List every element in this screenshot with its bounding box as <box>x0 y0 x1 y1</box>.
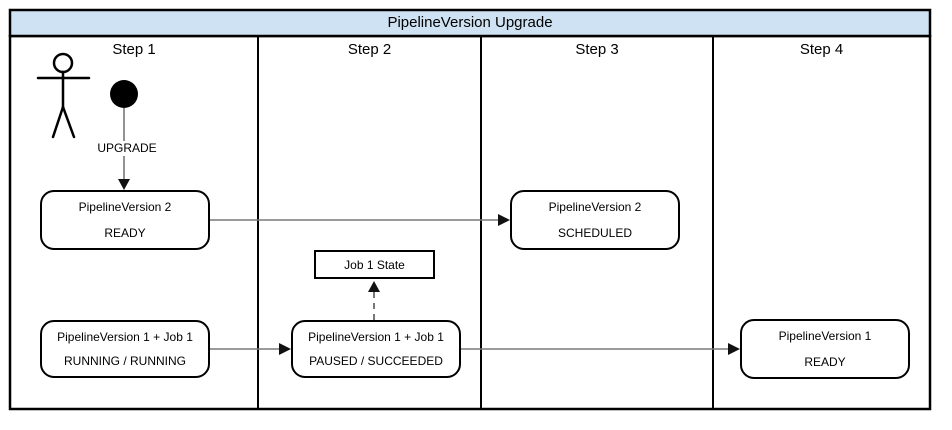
node-job1-state-label: Job 1 State <box>344 257 405 272</box>
actor-icon <box>36 52 91 139</box>
lane-header-step1: Step 1 <box>112 41 156 58</box>
node-pv2-scheduled-state: SCHEDULED <box>557 226 632 240</box>
lane-header-step3: Step 3 <box>575 41 619 58</box>
node-pv1-paused-title: PipelineVersion 1 + Job 1 <box>308 330 444 344</box>
title-bar-background <box>8 8 932 38</box>
node-pv2-ready-state: READY <box>104 226 146 240</box>
node-pv2-scheduled: PipelineVersion 2 SCHEDULED <box>510 190 680 250</box>
node-pv1-paused-state: PAUSED / SUCCEEDED <box>309 354 443 368</box>
node-pv1-paused: PipelineVersion 1 + Job 1 PAUSED / SUCCE… <box>291 320 461 378</box>
upgrade-edge-label: UPGRADE <box>91 141 163 156</box>
lane-header-step2: Step 2 <box>347 41 392 58</box>
arrow-pv2-ready-to-scheduled-head <box>498 214 510 226</box>
arrow-paused-to-ready-head <box>728 343 740 355</box>
node-pv2-scheduled-title: PipelineVersion 2 <box>548 200 642 214</box>
node-pv1-running: PipelineVersion 1 + Job 1 RUNNING / RUNN… <box>40 320 210 378</box>
node-pv2-ready-title: PipelineVersion 2 <box>78 200 172 214</box>
diagram-title: PipelineVersion Upgrade <box>387 14 553 31</box>
node-pv1-ready-title: PipelineVersion 1 <box>778 329 872 343</box>
node-pv1-running-state: RUNNING / RUNNING <box>64 354 186 368</box>
node-pv1-ready: PipelineVersion 1 READY <box>740 319 910 379</box>
arrow-upgrade-head <box>118 179 130 190</box>
node-pv2-ready: PipelineVersion 2 READY <box>40 190 210 250</box>
arrow-running-to-paused-head <box>279 343 291 355</box>
node-pv1-running-title: PipelineVersion 1 + Job 1 <box>57 330 193 344</box>
node-job1-state: Job 1 State <box>314 250 435 279</box>
node-pv1-ready-state: READY <box>804 355 846 369</box>
lane-header-step4: Step 4 <box>799 41 844 58</box>
arrow-job1-state-head <box>368 281 380 292</box>
initial-state-node <box>110 80 138 108</box>
